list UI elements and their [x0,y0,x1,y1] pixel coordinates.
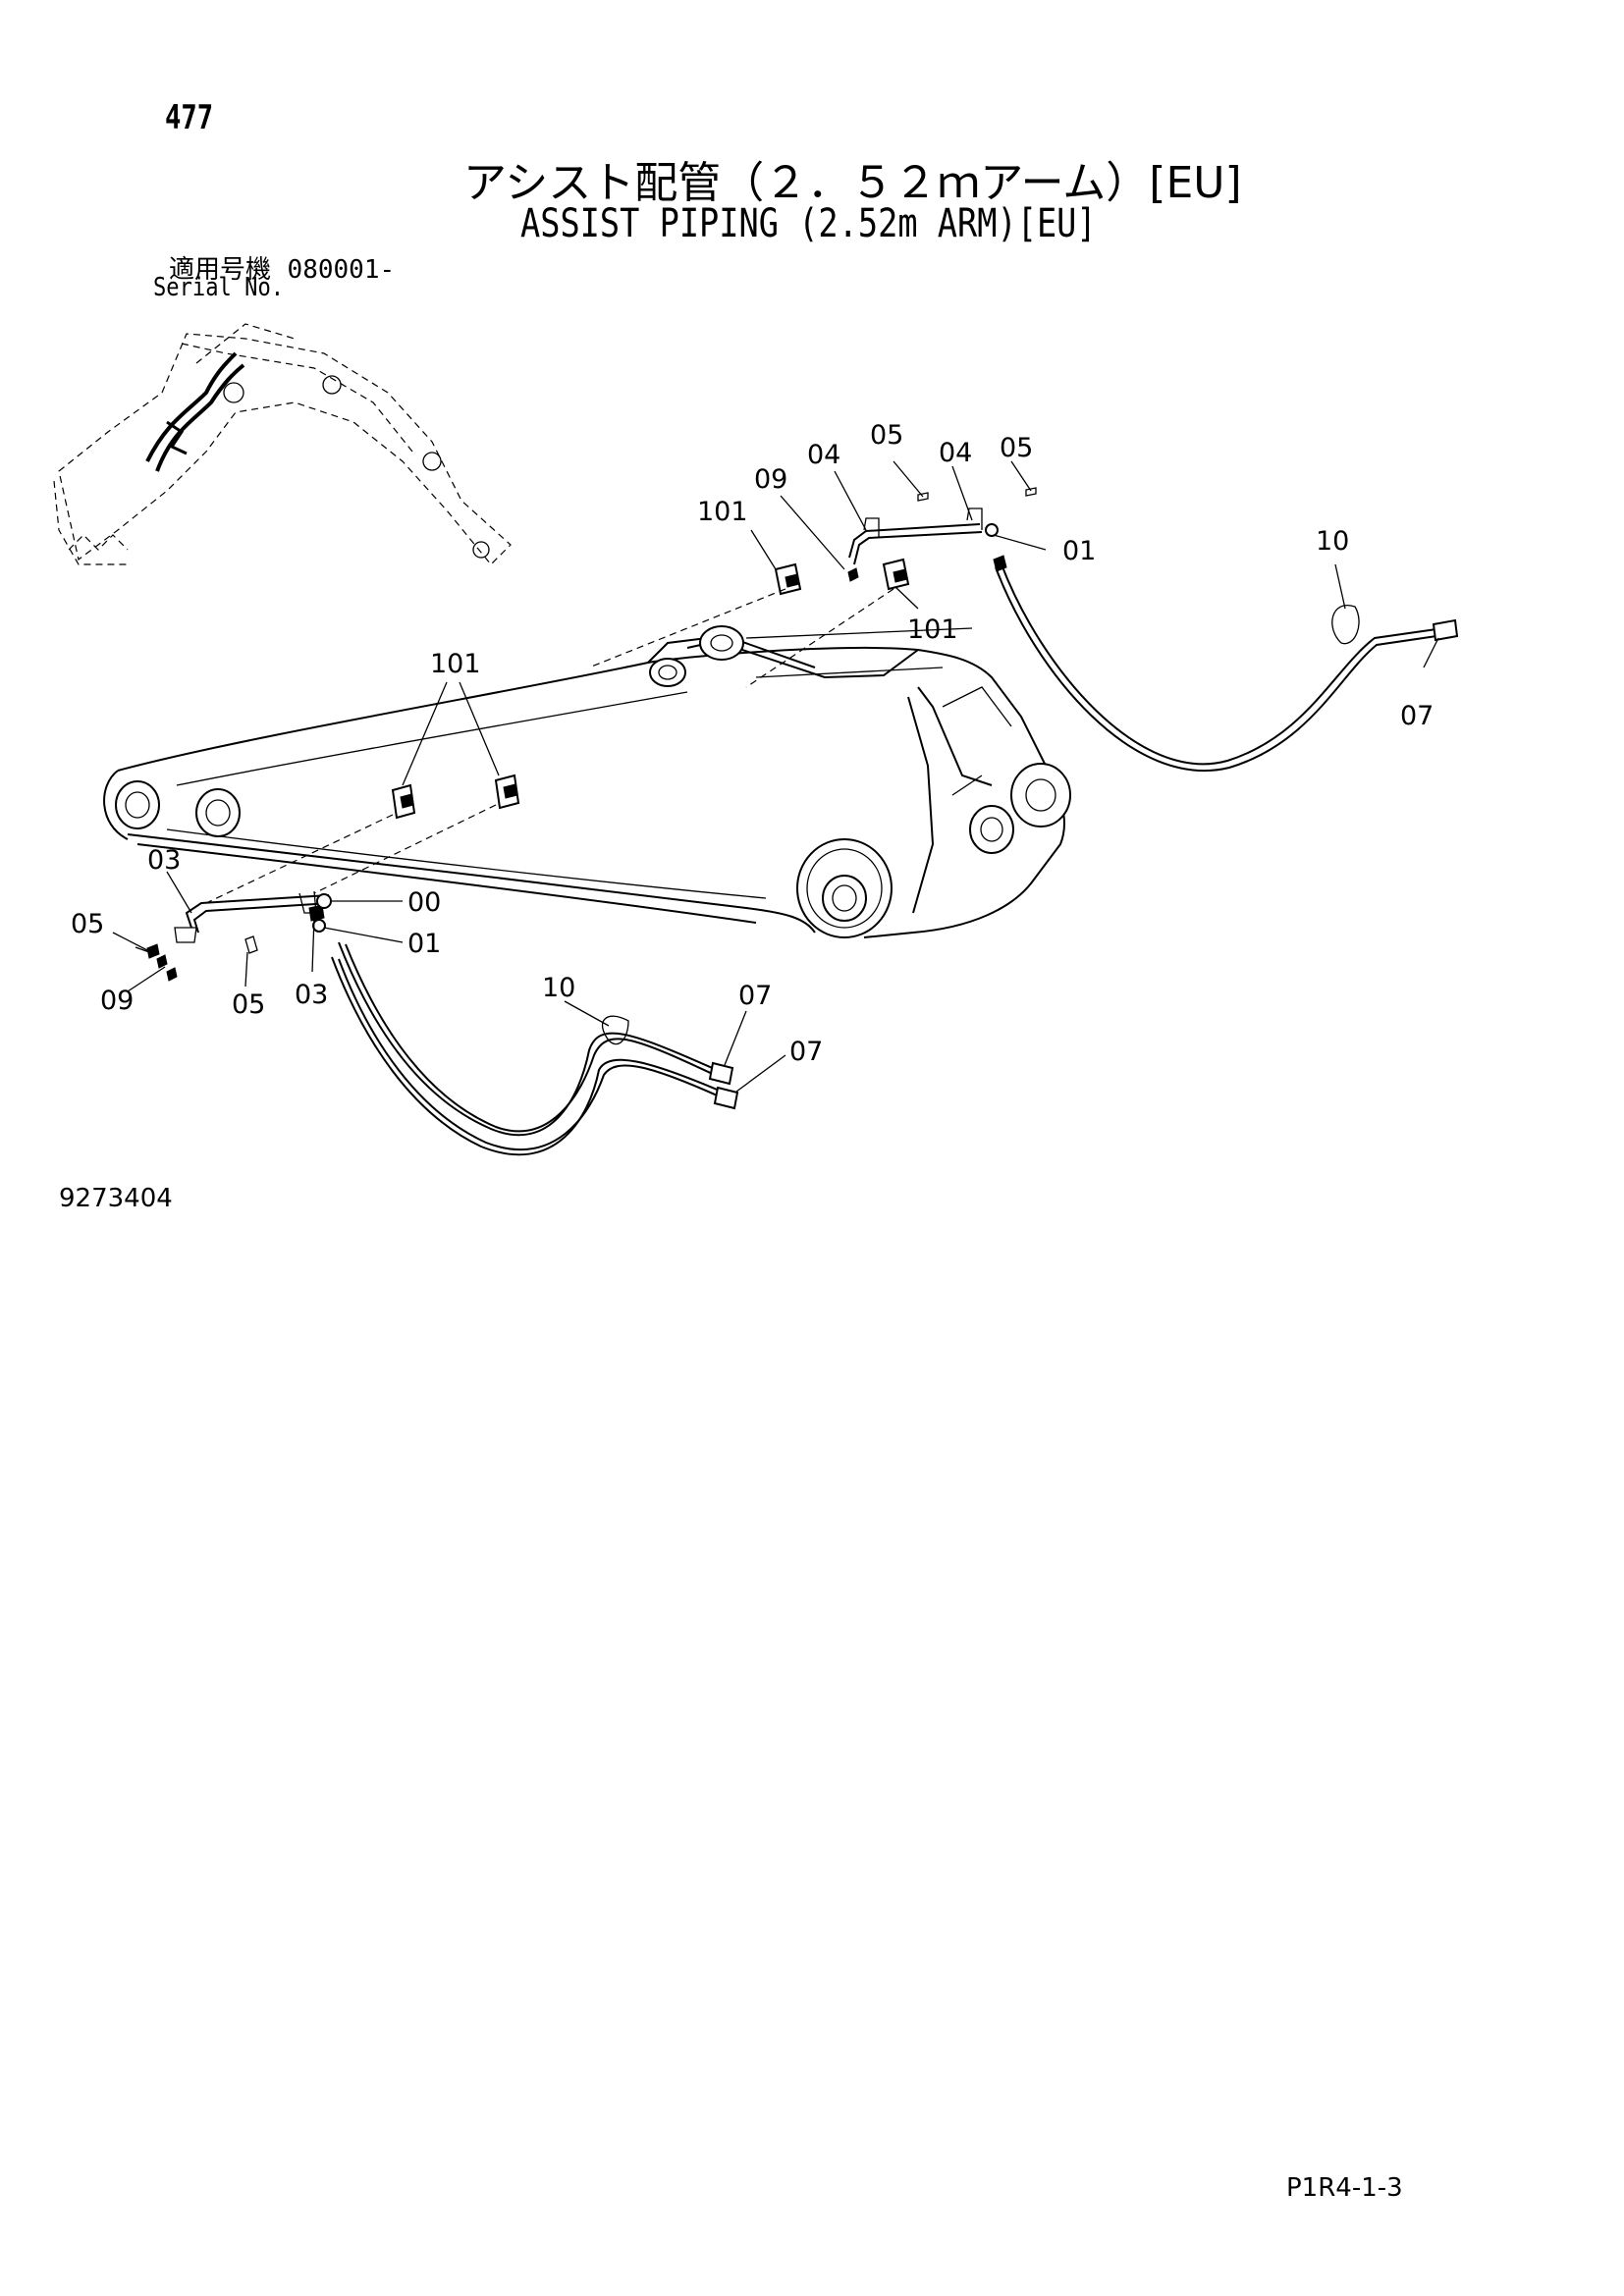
arm-body-illustration [103,625,1071,938]
callout-09-top: 09 [754,464,787,495]
callout-05-top-right: 05 [1000,433,1033,463]
callout-leaders [112,460,1439,1093]
upper-pipe-assembly [588,487,1459,772]
callout-04-left: 04 [807,440,840,470]
callout-101-left: 101 [430,649,481,679]
callout-05-top-left: 05 [870,420,903,451]
callout-07-right: 07 [1400,701,1434,731]
serial-label-english: Serial No. [153,273,285,302]
lower-pipe-assembly [135,774,739,1156]
callout-04-right: 04 [939,438,972,468]
title-japanese: アシスト配管（２．５２ｍアーム）[EU] [463,158,1242,208]
serial-number-value: 080001- [287,255,396,285]
callout-10-bottom: 10 [542,973,575,1003]
callout-01-bottom: 01 [407,929,441,959]
location-inset-illustration [53,323,512,565]
callout-07-bottom-upper: 07 [738,981,772,1011]
callout-00: 00 [407,887,441,918]
callout-101-right: 101 [907,614,958,645]
serial-range: 適用号機 080001- [169,249,395,286]
callout-01-top: 01 [1062,536,1096,566]
serial-label-japanese: 適用号機 [169,255,272,285]
callout-labels: 101 101 101 09 04 05 04 05 01 10 07 03 0… [71,420,1434,1067]
callout-07-bottom-lower: 07 [789,1037,823,1067]
figure-number: 9273404 [59,1184,173,1213]
callout-03-bottom: 03 [295,980,328,1010]
page-number: 477 [165,98,214,137]
callout-05-left: 05 [71,909,104,939]
callout-09-left: 09 [100,986,134,1016]
callout-03-left: 03 [147,845,181,876]
title-english: ASSIST PIPING (2.52m ARM)[EU] [520,201,1097,246]
callout-101-top: 101 [697,497,748,527]
page-code: P1R4-1-3 [1286,2173,1403,2203]
callout-05-bottom: 05 [232,989,265,1020]
callout-10-top: 10 [1316,526,1349,557]
